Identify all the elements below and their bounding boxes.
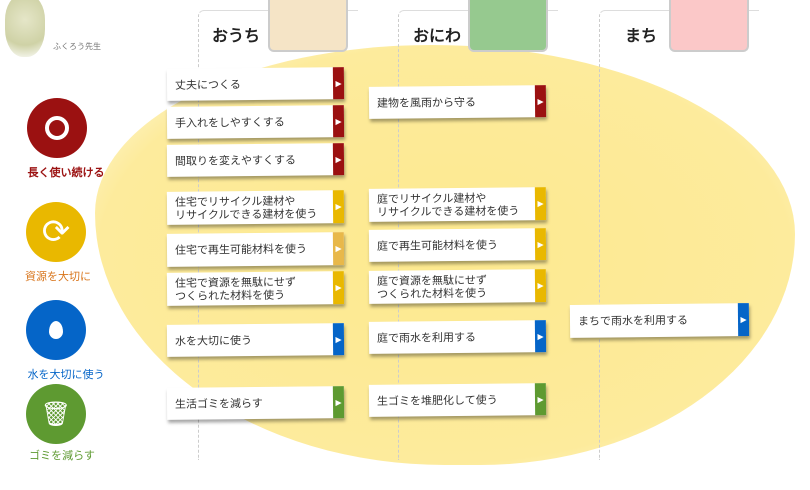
- house-button-renewable[interactable]: 住宅で再生可能材料を使う▶: [166, 232, 345, 267]
- garden-button-efficient[interactable]: 庭で資源を無駄にせず つくられた材料を使う▶: [368, 269, 547, 304]
- garden-button-recycled[interactable]: 庭でリサイクル建材や リサイクルできる建材を使う▶: [368, 187, 547, 222]
- arrow-right-icon: ▶: [332, 67, 345, 100]
- arrow-right-icon: ▶: [737, 303, 750, 337]
- water-drop-icon[interactable]: [26, 300, 86, 360]
- trash-icon[interactable]: 🗑: [26, 384, 86, 444]
- category-long-use[interactable]: 長く使い続ける: [27, 166, 105, 179]
- column-header-house: おうち: [212, 26, 261, 45]
- house-button-sturdy[interactable]: 丈夫につくる▶: [166, 67, 345, 101]
- arrow-right-icon: ▶: [332, 232, 345, 266]
- house-button-garbage[interactable]: 生活ゴミを減らす▶: [166, 386, 345, 420]
- garden-button-rainwater[interactable]: 庭で雨水を利用する▶: [368, 320, 547, 354]
- arrow-right-icon: ▶: [332, 190, 345, 224]
- arrow-right-icon: ▶: [332, 105, 345, 138]
- house-icon: [268, 0, 348, 52]
- arrow-right-icon: ▶: [534, 269, 547, 303]
- category-garbage[interactable]: ゴミを減らす: [29, 449, 95, 462]
- garden-button-protect[interactable]: 建物を風雨から守る▶: [368, 85, 547, 119]
- arrow-right-icon: ▶: [534, 187, 547, 221]
- category-water[interactable]: 水を大切に使う: [27, 368, 105, 381]
- arrow-right-icon: ▶: [534, 383, 547, 416]
- town-icon: [669, 0, 749, 52]
- arrow-right-icon: ▶: [534, 85, 547, 118]
- arrow-right-icon: ▶: [332, 143, 345, 176]
- garden-icon: [468, 0, 548, 52]
- clock-icon[interactable]: [27, 98, 87, 158]
- town-button-rainwater[interactable]: まちで雨水を利用する▶: [569, 303, 750, 338]
- garden-button-renewable[interactable]: 庭で再生可能材料を使う▶: [368, 228, 547, 262]
- house-button-maintenance[interactable]: 手入れをしやすくする▶: [166, 105, 345, 139]
- arrow-right-icon: ▶: [534, 228, 547, 261]
- arrow-right-icon: ▶: [332, 323, 345, 356]
- category-resources[interactable]: 資源を大切に: [25, 270, 91, 283]
- garden-button-compost[interactable]: 生ゴミを堆肥化して使う▶: [368, 383, 547, 417]
- house-button-efficient[interactable]: 住宅で資源を無駄にせず つくられた材料を使う▶: [166, 271, 345, 306]
- house-button-layout[interactable]: 間取りを変えやすくする▶: [166, 143, 345, 177]
- arrow-right-icon: ▶: [332, 386, 345, 419]
- house-button-water[interactable]: 水を大切に使う▶: [166, 323, 345, 357]
- column-town: [599, 10, 759, 460]
- column-header-town: まち: [625, 26, 658, 45]
- mascot: [5, 0, 45, 57]
- arrow-right-icon: ▶: [534, 320, 547, 353]
- recycle-icon[interactable]: ⟳: [26, 202, 86, 262]
- arrow-right-icon: ▶: [332, 271, 345, 305]
- column-header-garden: おにわ: [413, 26, 462, 45]
- house-button-recycled[interactable]: 住宅でリサイクル建材や リサイクルできる建材を使う▶: [166, 190, 345, 225]
- mascot-label: ふくろう先生: [53, 42, 101, 51]
